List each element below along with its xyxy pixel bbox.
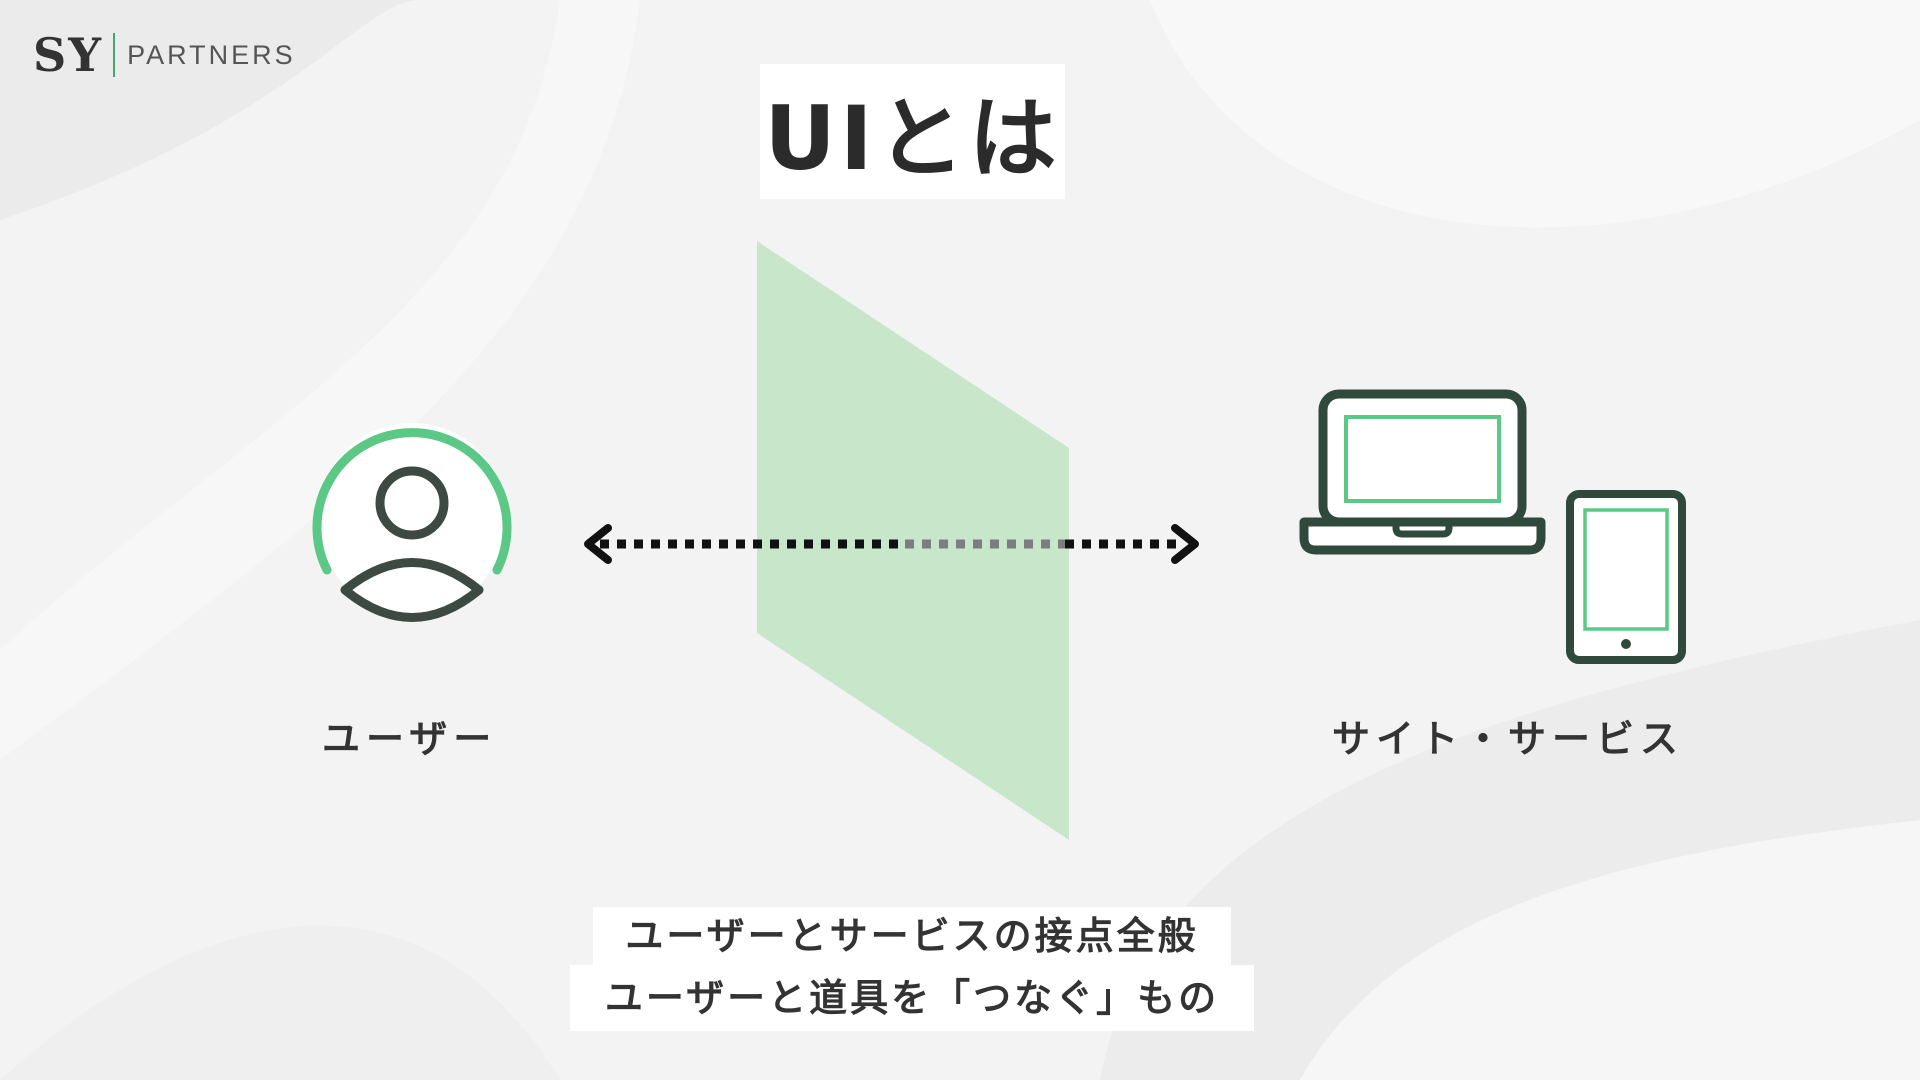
laptop-icon [1299,389,1546,555]
logo: SY PARTNERS [33,30,296,80]
user-avatar-icon [312,423,512,622]
user-label: ユーザー [322,717,498,761]
tablet-icon [1566,490,1686,664]
logo-sub: PARTNERS [127,40,296,70]
caption-line-1: ユーザーとサービスの接点全般 [593,907,1231,965]
caption-line-2: ユーザーと道具を「つなぐ」もの [570,965,1254,1031]
logo-brand: SY [33,28,104,82]
bidirectional-dotted-arrow-icon [584,524,1199,564]
page-title: UIとは [764,87,1061,190]
service-label: サイト・サービス [1332,717,1685,761]
logo-divider [113,33,116,77]
title-box: UIとは [760,64,1065,199]
